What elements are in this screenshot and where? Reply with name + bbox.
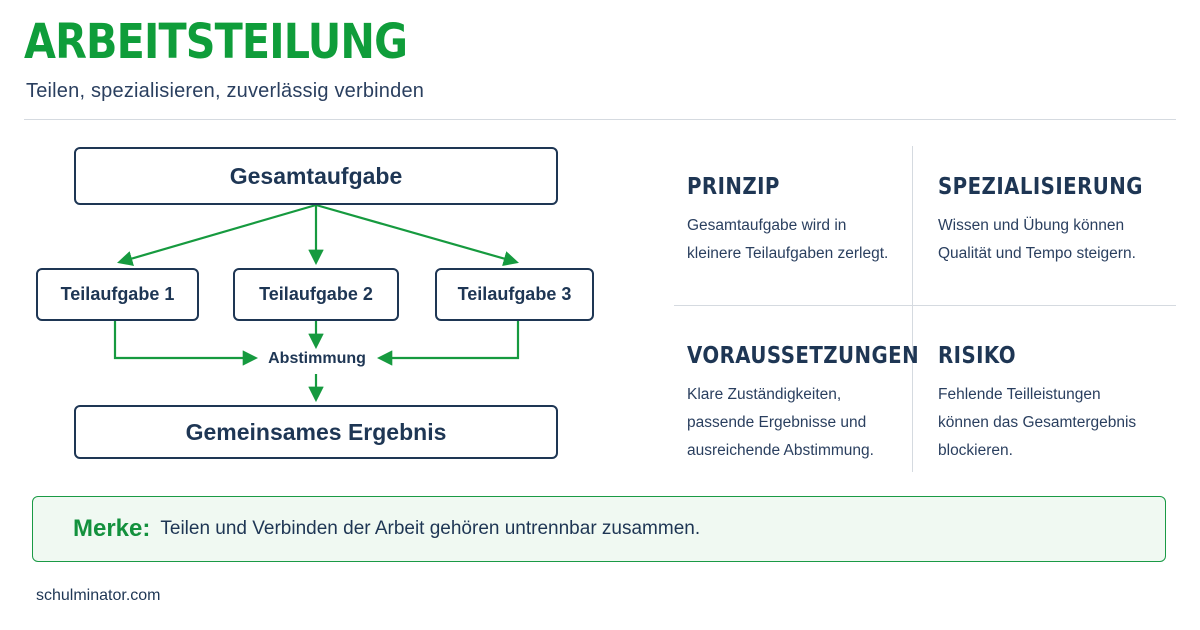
info-text: Gesamtaufgabe wird in kleinere Teilaufga… [687, 212, 919, 268]
flow-arrows [113, 203, 520, 403]
info-grid-divider-vertical [912, 146, 913, 472]
info-heading: PRINZIP [687, 174, 780, 200]
box-gemeinsames-ergebnis: Gemeinsames Ergebnis [74, 405, 558, 459]
box-teilaufgabe-3: Teilaufgabe 3 [435, 268, 594, 321]
footer-site-name: schulminator.com [36, 587, 161, 604]
flow-diagram: Gesamtaufgabe Teilaufgabe 1 Teilaufgabe … [0, 0, 640, 480]
note-label: Merke: [73, 515, 151, 542]
info-line: Wissen und Übung können [938, 217, 1125, 234]
info-line: ausreichende Abstimmung. [687, 442, 874, 459]
page-title: ARBEITSTEILUNG [24, 14, 408, 70]
info-heading: RISIKO [938, 343, 1017, 369]
info-line: Qualität und Tempo steigern. [938, 245, 1136, 262]
info-text: Klare Zuständigkeiten, passende Ergebnis… [687, 381, 919, 465]
info-cell-voraussetzungen: VORAUSSETZUNGEN Klare Zuständigkeiten, p… [687, 343, 919, 465]
header-divider [24, 119, 1176, 120]
merke-note-box: Merke: Teilen und Verbinden der Arbeit g… [32, 496, 1166, 562]
note-text: Teilen und Verbinden der Arbeit gehören … [160, 518, 701, 539]
arrow-subtask-3-to-merge [376, 321, 520, 366]
info-heading: VORAUSSETZUNGEN [687, 343, 920, 369]
info-line: blockieren. [938, 442, 1013, 459]
info-line: können das Gesamtergebnis [938, 414, 1137, 431]
info-text: Wissen und Übung können Qualität und Tem… [938, 212, 1170, 268]
arrow-top-to-subtask-1 [117, 203, 317, 266]
info-line: Klare Zuständigkeiten, [687, 386, 842, 403]
info-heading: SPEZIALISIERUNG [938, 174, 1143, 200]
arrow-top-to-subtask-3 [315, 203, 519, 267]
box-gesamtaufgabe: Gesamtaufgabe [74, 147, 558, 205]
info-line: kleinere Teilaufgaben zerlegt. [687, 245, 889, 262]
arrow-subtask-1-to-merge [113, 321, 259, 366]
info-cell-prinzip: PRINZIP Gesamtaufgabe wird in kleinere T… [687, 174, 919, 268]
label-abstimmung: Abstimmung [268, 350, 366, 367]
info-grid-divider-horizontal [674, 305, 1176, 306]
info-cell-risiko: RISIKO Fehlende Teilleistungen können da… [938, 343, 1170, 465]
page-subtitle: Teilen, spezialisieren, zuverlässig verb… [26, 80, 425, 102]
info-cell-spezialisierung: SPEZIALISIERUNG Wissen und Übung können … [938, 174, 1170, 268]
box-teilaufgabe-2: Teilaufgabe 2 [233, 268, 399, 321]
info-line: passende Ergebnisse und [687, 414, 867, 431]
info-line: Gesamtaufgabe wird in [687, 217, 847, 234]
info-text: Fehlende Teilleistungen können das Gesam… [938, 381, 1170, 465]
info-line: Fehlende Teilleistungen [938, 386, 1101, 403]
box-teilaufgabe-1: Teilaufgabe 1 [36, 268, 199, 321]
